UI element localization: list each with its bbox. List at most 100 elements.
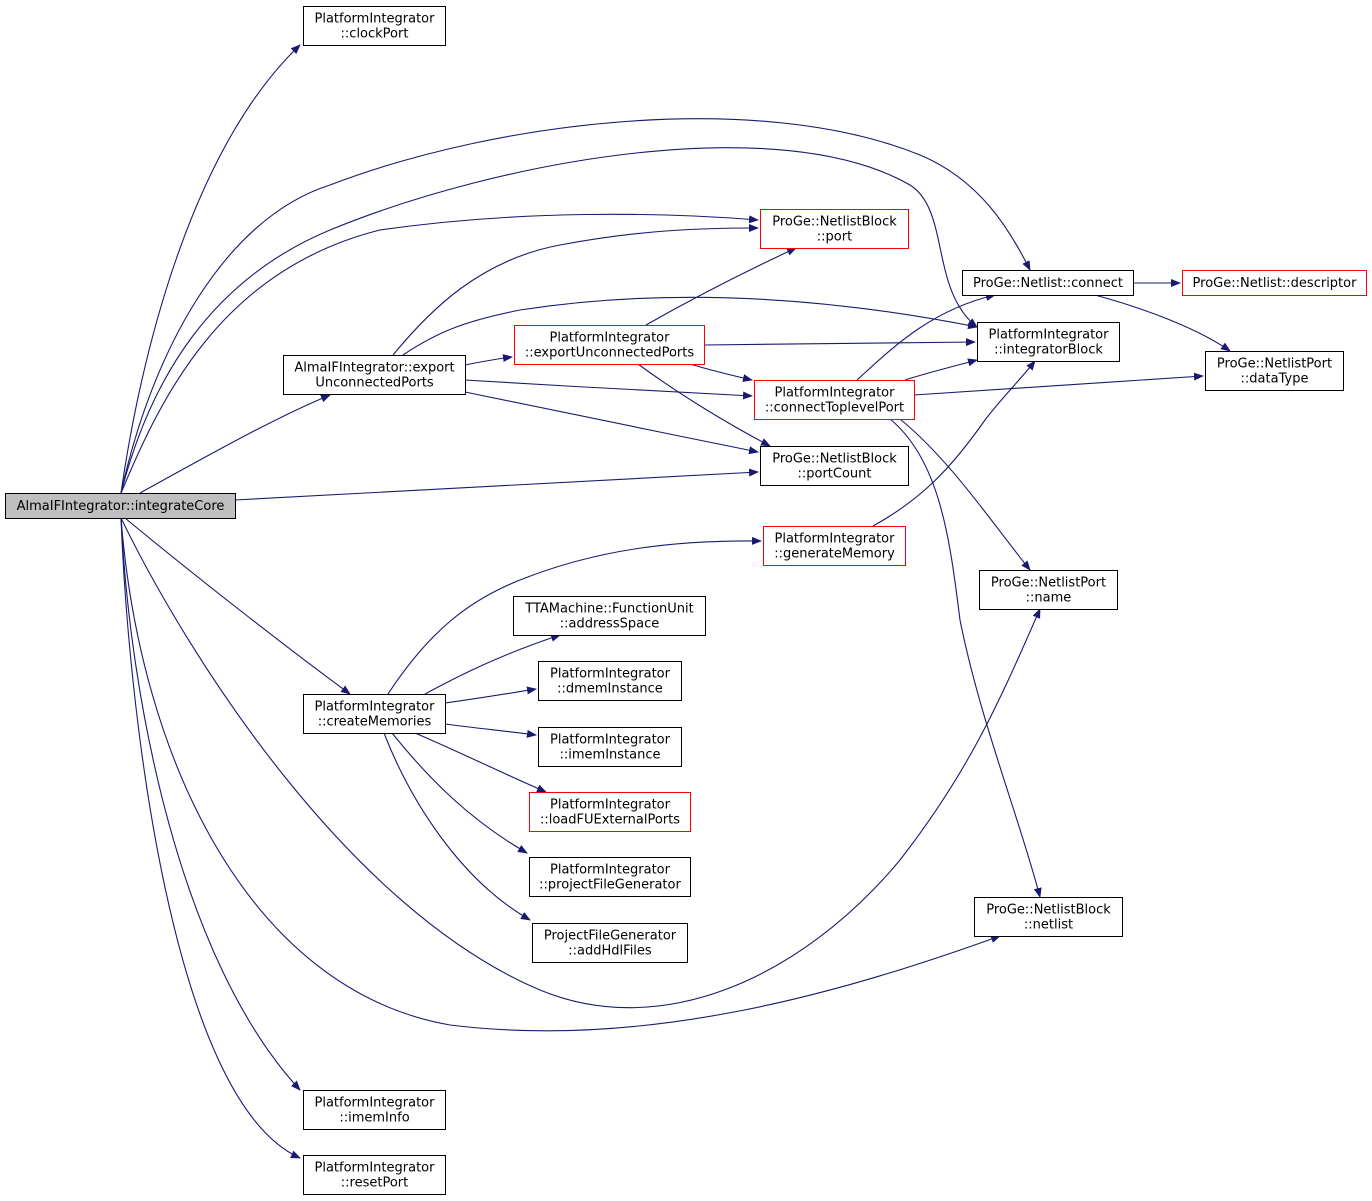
node-box (974, 897, 1123, 937)
node-box (1182, 270, 1367, 296)
node-box (529, 792, 691, 832)
node-dmemInstance[interactable]: PlatformIntegrator::dmemInstance (538, 661, 682, 701)
node-label: ProGe::NetlistBlock (772, 452, 897, 467)
edge-createMemories-to-imemInstance (444, 723, 537, 738)
node-label: ProGe::NetlistPort (1217, 357, 1332, 372)
node-addressSpace[interactable]: TTAMachine::FunctionUnit::addressSpace (513, 596, 706, 636)
node-box (977, 322, 1120, 362)
node-connectToplevelPort[interactable]: PlatformIntegrator::connectToplevelPort (754, 380, 915, 420)
node-netlistBlockPort[interactable]: ProGe::NetlistBlock::port (760, 209, 909, 249)
node-label: ::imemInstance (560, 748, 661, 763)
node-label: PlatformIntegrator (550, 863, 671, 878)
node-label: PlatformIntegrator (775, 532, 896, 547)
node-label: ProGe::NetlistBlock (986, 903, 1111, 918)
node-loadFUExternalPorts[interactable]: PlatformIntegrator::loadFUExternalPorts (529, 792, 691, 832)
node-label: ::dataType (1241, 372, 1309, 387)
node-box (962, 270, 1134, 296)
edge-integrateCore-to-netlistBlockPort (120, 213, 759, 494)
node-imemInfo[interactable]: PlatformIntegrator::imemInfo (303, 1090, 446, 1130)
node-label: ::imemInfo (339, 1111, 409, 1126)
node-box (979, 570, 1118, 610)
edge-connectToplevelPort-to-netlistBlockNetlist (889, 418, 1042, 898)
edge-exportUnconnectedPortsA-to-exportUnconnectedPortsP (464, 354, 513, 366)
edge-integrateCore-to-netlistBlockNetlist (120, 517, 1001, 1032)
node-createMemories[interactable]: PlatformIntegrator::createMemories (303, 694, 446, 734)
nodes-layer: AlmaIFIntegrator::integrateCorePlatformI… (5, 6, 1367, 1195)
node-exportUnconnectedPortsA[interactable]: AlmaIFIntegrator::exportUnconnectedPorts (283, 355, 466, 395)
node-generateMemory[interactable]: PlatformIntegrator::generateMemory (763, 526, 906, 566)
node-label: ::addHdlFiles (568, 944, 652, 959)
node-label: PlatformIntegrator (315, 1161, 436, 1176)
node-box (5, 493, 236, 519)
edge-exportUnconnectedPortsP-to-integratorBlock (703, 338, 976, 347)
edge-integrateCore-to-resetPort (120, 517, 301, 1159)
node-label: UnconnectedPorts (315, 376, 434, 391)
node-label: ::integratorBlock (994, 343, 1103, 358)
node-label: PlatformIntegrator (550, 331, 671, 346)
edge-createMemories-to-loadFUExternalPorts (414, 732, 547, 793)
edges-layer (120, 44, 1231, 1159)
node-label: ::addressSpace (560, 617, 659, 632)
edge-exportUnconnectedPortsP-to-connectToplevelPort (689, 363, 753, 382)
node-portName[interactable]: ProGe::NetlistPort::name (979, 570, 1118, 610)
edge-connectToplevelPort-to-portName (899, 418, 1031, 571)
node-label: ::exportUnconnectedPorts (525, 346, 694, 361)
node-box (538, 727, 682, 767)
edge-integrateCore-to-imemInfo (120, 517, 301, 1091)
node-imemInstance[interactable]: PlatformIntegrator::imemInstance (538, 727, 682, 767)
node-resetPort[interactable]: PlatformIntegrator::resetPort (303, 1155, 446, 1195)
edge-createMemories-to-addressSpace (424, 634, 561, 695)
node-projectFileGenerator[interactable]: PlatformIntegrator::projectFileGenerator (529, 857, 691, 897)
node-box (303, 1155, 446, 1195)
node-box (303, 6, 446, 46)
node-label: ::generateMemory (774, 547, 895, 562)
edge-integrateCore-to-portCount (234, 468, 759, 501)
node-exportUnconnectedPortsP[interactable]: PlatformIntegrator::exportUnconnectedPor… (514, 325, 705, 365)
node-portCount[interactable]: ProGe::NetlistBlock::portCount (760, 446, 909, 486)
node-dataType[interactable]: ProGe::NetlistPort::dataType (1205, 351, 1344, 391)
edge-exportUnconnectedPortsA-to-portCount (464, 391, 759, 455)
node-box (538, 661, 682, 701)
edge-createMemories-to-projectFileGenerator (391, 732, 528, 854)
edge-exportUnconnectedPortsP-to-portCount (637, 363, 771, 447)
node-label: ::netlist (1024, 918, 1073, 933)
node-label: ::port (817, 230, 852, 245)
node-label: ::portCount (797, 467, 871, 482)
edge-generateMemory-to-integratorBlock (872, 360, 1036, 527)
node-label: ::createMemories (318, 715, 432, 730)
node-box (514, 325, 705, 365)
node-label: ::dmemInstance (557, 682, 663, 697)
node-box (1205, 351, 1344, 391)
node-label: ProGe::NetlistPort (991, 576, 1106, 591)
node-box (532, 923, 688, 963)
node-box (283, 355, 466, 395)
node-descriptor[interactable]: ProGe::Netlist::descriptor (1182, 270, 1367, 296)
node-box (303, 694, 446, 734)
node-clockPort[interactable]: PlatformIntegrator::clockPort (303, 6, 446, 46)
node-integratorBlock[interactable]: PlatformIntegrator::integratorBlock (977, 322, 1120, 362)
node-label: PlatformIntegrator (315, 1096, 436, 1111)
edge-integrateCore-to-clockPort (120, 44, 301, 494)
node-label: PlatformIntegrator (550, 733, 671, 748)
node-addHdlFiles[interactable]: ProjectFileGenerator::addHdlFiles (532, 923, 688, 963)
node-label: AlmaIFIntegrator::integrateCore (17, 499, 225, 514)
node-netlistBlockNetlist[interactable]: ProGe::NetlistBlock::netlist (974, 897, 1123, 937)
node-box (763, 526, 906, 566)
node-connect[interactable]: ProGe::Netlist::connect (962, 270, 1134, 296)
node-label: PlatformIntegrator (315, 12, 436, 27)
edge-createMemories-to-addHdlFiles (383, 732, 531, 921)
edge-connectToplevelPort-to-connect (856, 293, 996, 381)
node-label: PlatformIntegrator (315, 700, 436, 715)
node-label: ::name (1026, 591, 1072, 606)
node-label: ProGe::Netlist::connect (973, 276, 1123, 291)
edge-integrateCore-to-createMemories (124, 517, 351, 695)
edge-integrateCore-to-exportUnconnectedPortsA (139, 394, 331, 494)
node-integrateCore[interactable]: AlmaIFIntegrator::integrateCore (5, 493, 236, 519)
edge-connectToplevelPort-to-integratorBlock (904, 358, 978, 381)
node-label: PlatformIntegrator (989, 328, 1110, 343)
edge-integrateCore-to-connect (120, 118, 1031, 494)
edge-exportUnconnectedPortsP-to-netlistBlockPort (645, 247, 797, 326)
node-box (303, 1090, 446, 1130)
node-box (754, 380, 915, 420)
